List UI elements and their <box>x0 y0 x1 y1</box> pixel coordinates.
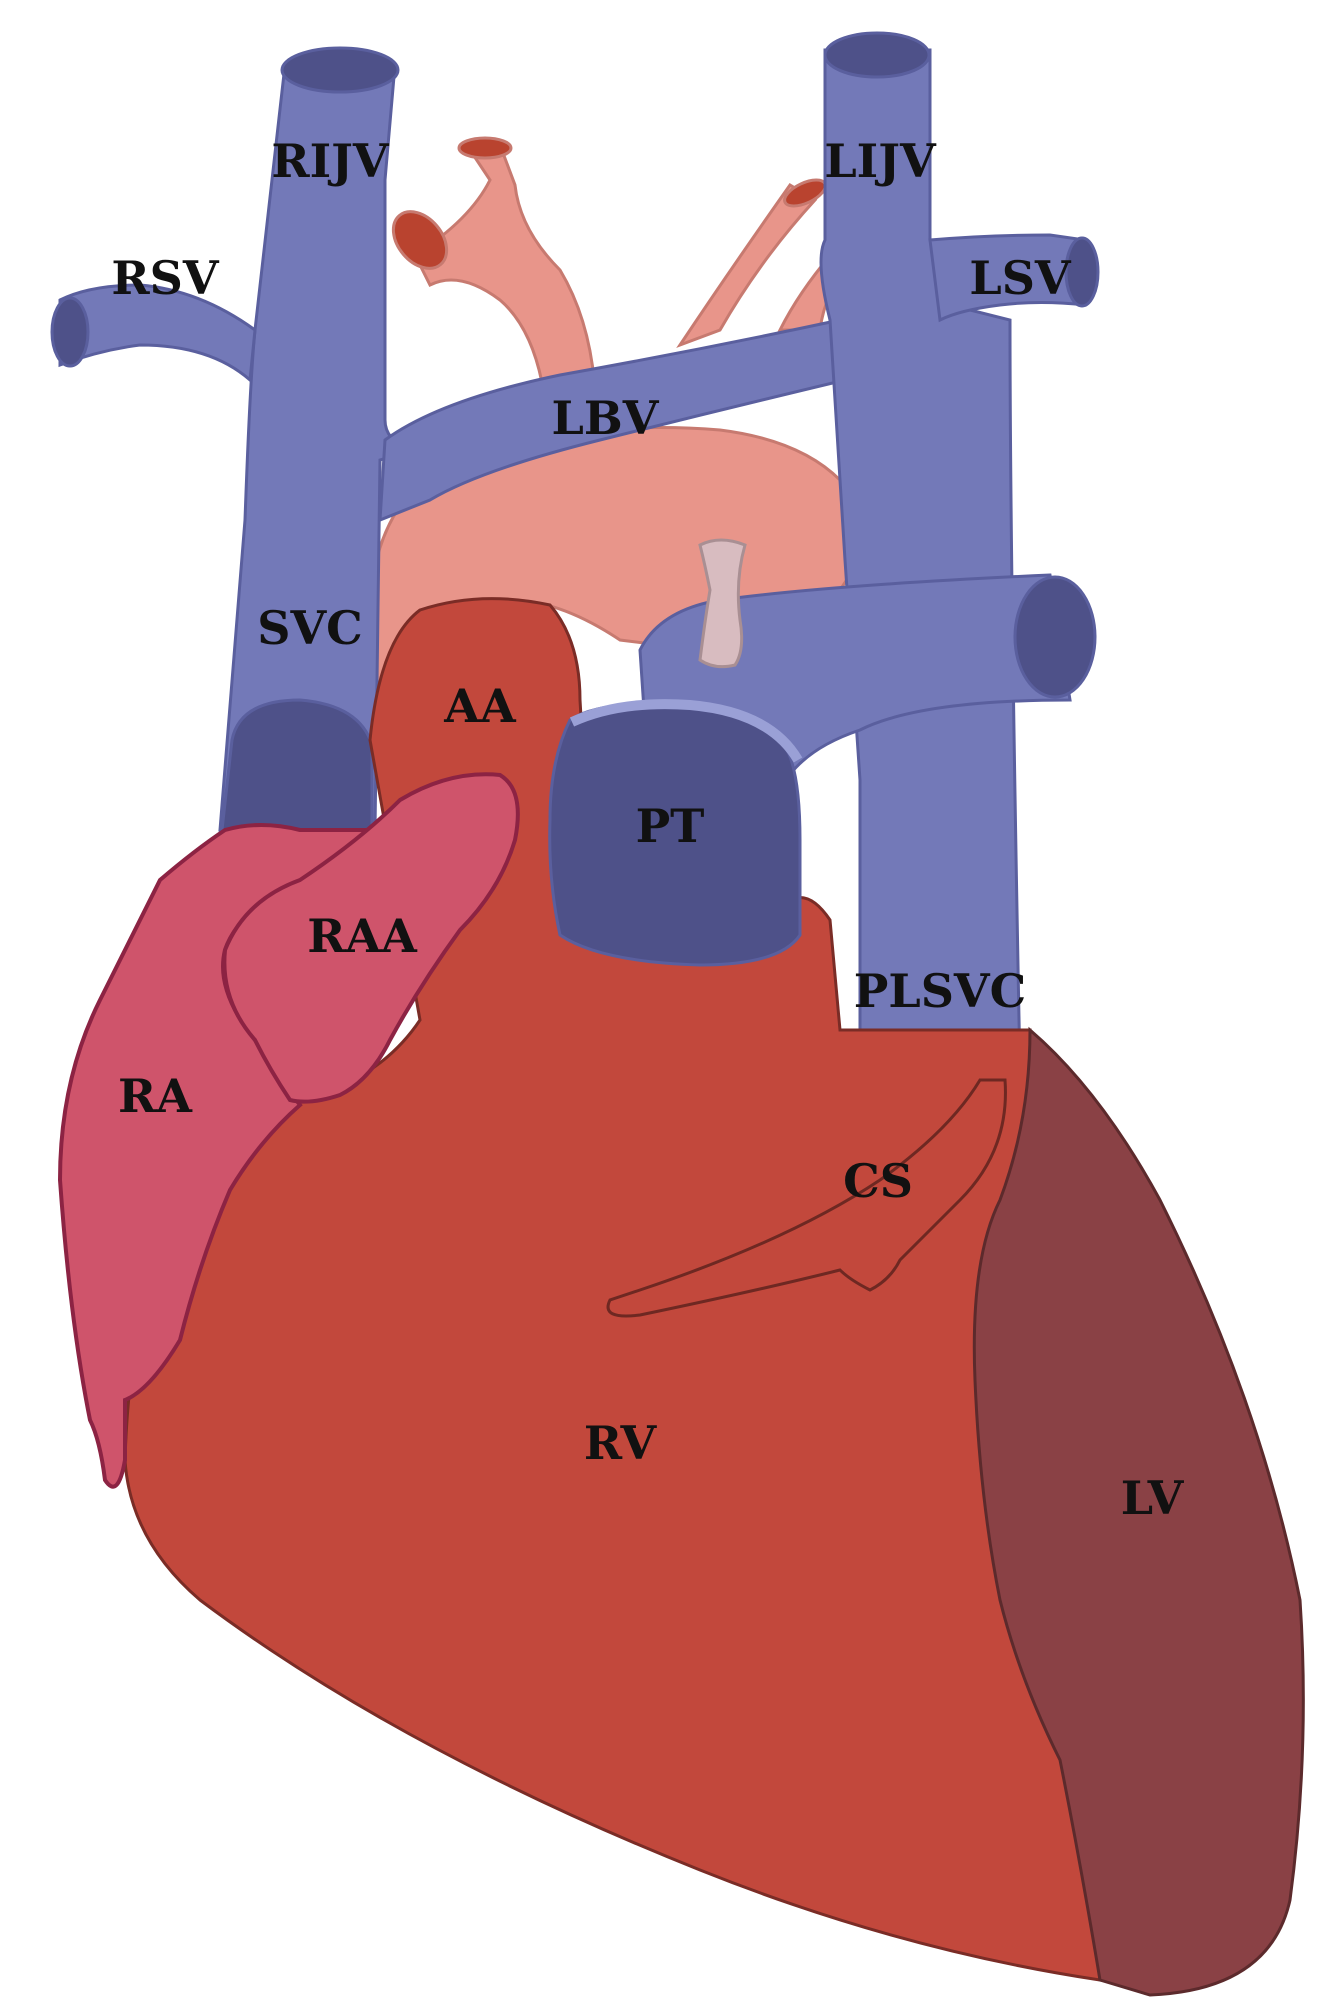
left-carotid-artery <box>676 182 818 349</box>
lpa-lumen <box>1013 575 1097 699</box>
label-cs: CS <box>843 1154 913 1208</box>
label-lbv: LBV <box>552 391 660 445</box>
right-atrial-appendage <box>222 772 520 1104</box>
rijv-lumen <box>280 46 400 94</box>
label-lv: LV <box>1121 1471 1185 1525</box>
label-plsvc: PLSVC <box>854 964 1026 1018</box>
label-rv: RV <box>584 1416 658 1470</box>
left-ventricle <box>972 1026 1305 1997</box>
persistent-left-svc <box>819 48 1022 1072</box>
label-aa: AA <box>443 679 517 733</box>
coronary-sinus <box>606 1078 1007 1318</box>
artery-cut-end-top <box>457 136 513 160</box>
rsv-lumen <box>50 296 90 368</box>
pulmonary-trunk-rim <box>569 699 803 763</box>
left-subclavian-vein <box>928 233 1087 323</box>
label-ra: RA <box>118 1069 193 1123</box>
label-pt: PT <box>636 799 705 853</box>
venous-system <box>50 31 1100 1072</box>
artery-cut-end-left <box>391 210 449 270</box>
label-svc: SVC <box>257 601 363 655</box>
label-rsv: RSV <box>111 251 219 305</box>
lsv-lumen <box>1064 236 1100 308</box>
brachiocephalic-artery <box>413 143 597 402</box>
labels: RIJV LIJV RSV LSV LBV SVC AA PT RAA RA P… <box>111 134 1184 1525</box>
label-lsv: LSV <box>969 251 1072 305</box>
svc-lumen <box>220 698 374 837</box>
ligamentum-arteriosum <box>698 538 747 669</box>
label-raa: RAA <box>307 909 418 963</box>
label-lijv: LIJV <box>824 134 937 188</box>
heart <box>57 597 1305 1997</box>
label-rijv: RIJV <box>271 134 390 188</box>
lijv-lumen <box>823 31 931 79</box>
